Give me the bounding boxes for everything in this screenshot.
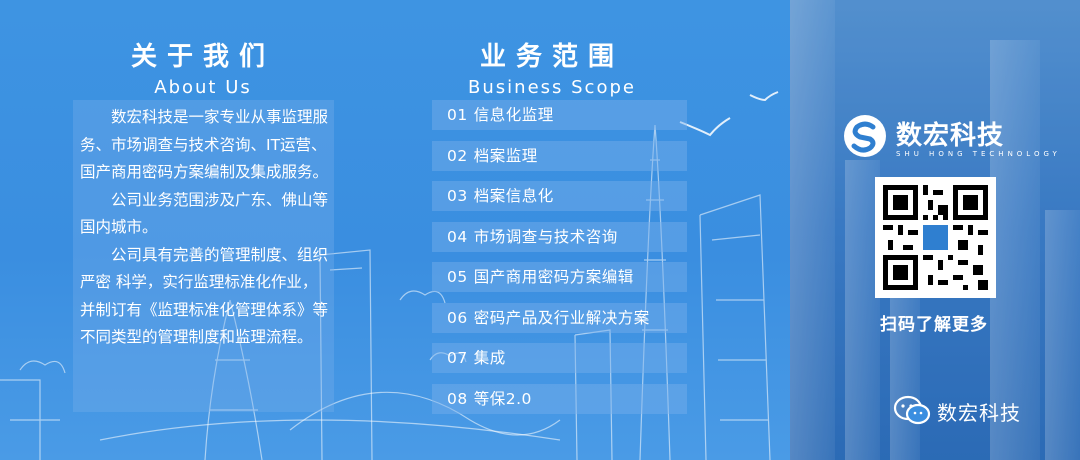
wechat-icon bbox=[893, 395, 931, 425]
about-title-zh: 关于我们 bbox=[130, 42, 275, 72]
about-text: 数宏科技是一家专业从事监理服务、市场调查与技术咨询、IT运营、 国产商用密码方案… bbox=[80, 104, 330, 352]
about-paragraph: 公司业务范围涉及广东、佛山等国内城市。 bbox=[80, 190, 329, 237]
wechat-account: 数宏科技 bbox=[893, 395, 1021, 427]
about-title-en: About Us bbox=[154, 77, 252, 98]
scope-title-en: Business Scope bbox=[468, 77, 636, 98]
company-logo-icon bbox=[844, 115, 886, 157]
about-title: 关于我们 About Us bbox=[118, 36, 288, 98]
scope-title-zh: 业务范围 bbox=[479, 42, 624, 72]
wechat-name: 数宏科技 bbox=[937, 400, 1021, 425]
qr-code[interactable] bbox=[875, 177, 996, 298]
brand-name-en: SHU HONG TECHNOLOGY bbox=[896, 149, 1061, 158]
scope-title: 业务范围 Business Scope bbox=[462, 36, 642, 98]
city-skyline-illustration bbox=[0, 0, 790, 460]
bird-icon bbox=[679, 117, 731, 137]
brand-logo: 数宏科技 SHU HONG TECHNOLOGY bbox=[842, 113, 1061, 159]
qr-code-icon bbox=[883, 185, 988, 290]
about-panel bbox=[73, 100, 334, 412]
brand-name-cn: 数宏科技 bbox=[896, 120, 1005, 151]
about-paragraph: 公司具有完善的管理制度、组织严密 科学，实行监理标准化作业，并制订有《监理标准化… bbox=[80, 245, 329, 347]
scan-to-learn-more: 扫码了解更多 bbox=[880, 315, 988, 335]
about-paragraph: 数宏科技是一家专业从事监理服务、市场调查与技术咨询、IT运营、 国产商用密码方案… bbox=[80, 108, 329, 181]
